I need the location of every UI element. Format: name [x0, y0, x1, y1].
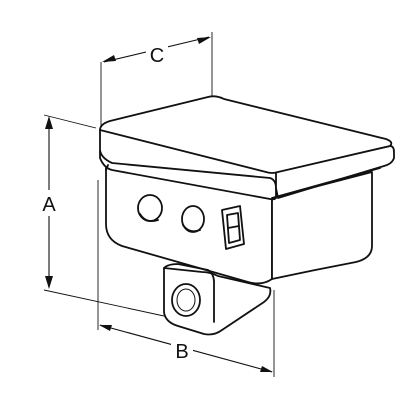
enclosure	[99, 95, 395, 336]
dimension-label-c: C	[150, 45, 164, 67]
extension-lines	[43, 32, 275, 377]
dimension-c: C	[102, 36, 211, 68]
arrowhead-c-right	[197, 37, 211, 44]
extension-line-a-top	[43, 114, 97, 129]
arrowhead-b-left	[99, 325, 112, 331]
dimension-a: A	[36, 116, 62, 289]
lid-top-surface	[99, 95, 393, 174]
enclosure-side-face	[271, 171, 373, 280]
label-mask-a	[36, 190, 62, 216]
dimension-label-b: B	[175, 341, 188, 363]
arrowhead-b-right	[260, 366, 273, 372]
extension-line-a-bottom	[43, 289, 165, 317]
label-mask-b	[171, 337, 193, 363]
arrowhead-a-top	[45, 116, 53, 129]
rocker-switch-icon	[221, 205, 245, 250]
lid-underside-edge	[105, 164, 381, 199]
conduit-port-housing-edge	[163, 263, 215, 323]
knob-icon	[137, 194, 163, 223]
label-mask-c	[146, 40, 168, 68]
conduit-port-icon	[171, 283, 201, 317]
lid-side-band	[275, 145, 395, 199]
dimension-label-a: A	[42, 194, 56, 216]
arrowhead-a-bottom	[45, 276, 53, 289]
dimension-b: B	[99, 324, 273, 373]
arrowhead-c-left	[102, 55, 116, 62]
knob-icon	[181, 205, 205, 233]
